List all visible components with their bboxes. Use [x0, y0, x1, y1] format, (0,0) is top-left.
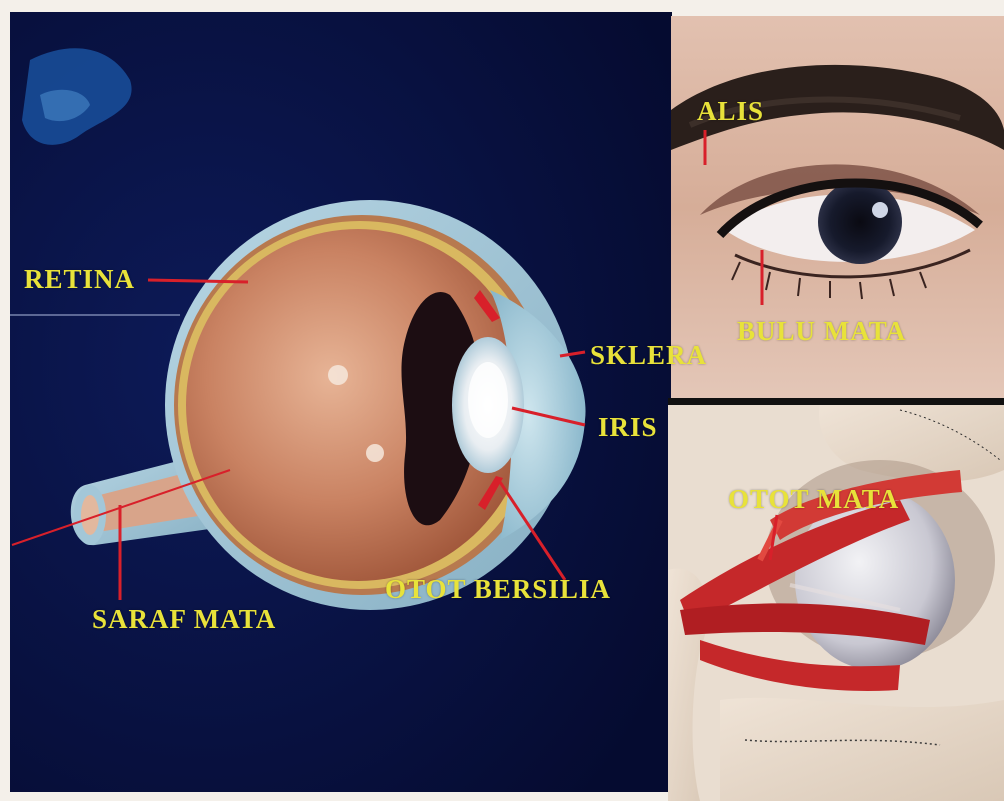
label-otot-bersilia: OTOT BERSILIA — [385, 576, 611, 603]
label-sklera: SKLERA — [590, 342, 707, 369]
label-alis: ALIS — [697, 98, 764, 125]
label-iris: IRIS — [598, 414, 658, 441]
leader-retina — [148, 280, 248, 282]
label-saraf-mata: SARAF MATA — [92, 606, 276, 633]
label-bulu-mata: BULU MATA — [737, 318, 906, 345]
label-otot-mata: OTOT MATA — [728, 486, 899, 513]
panel-divider — [668, 398, 1004, 406]
eye-muscle-panel — [668, 405, 1004, 801]
label-retina: RETINA — [24, 266, 135, 293]
